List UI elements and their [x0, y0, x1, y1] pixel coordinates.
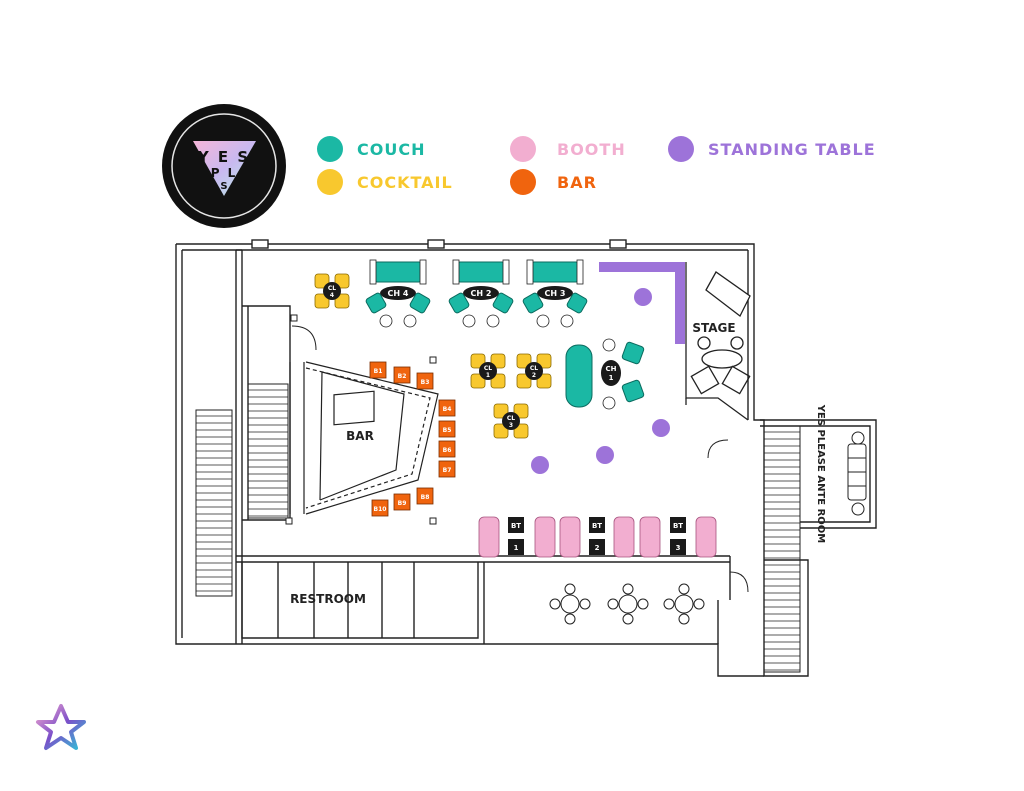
booth-label: BT [592, 522, 602, 530]
couch[interactable]: CH 3 [522, 259, 588, 328]
cocktail-label: CL [530, 365, 538, 372]
lounge-tables [549, 583, 705, 625]
bar-label: BAR [346, 429, 374, 443]
legend-label-couch: COUCH [357, 140, 425, 159]
legend-label-cocktail: COCKTAIL [357, 173, 453, 192]
restroom-label: RESTROOM [290, 592, 366, 606]
bar-structure [289, 361, 439, 515]
cocktail-label: CL [507, 415, 515, 422]
logo-text-pls: P L [211, 166, 238, 180]
booth-table[interactable]: BT 3 [670, 517, 686, 555]
legend-label-booth: BOOTH [557, 140, 626, 159]
bar-seat-label: B5 [443, 427, 452, 434]
bar-seat[interactable]: B6 [438, 440, 456, 458]
bar-seat-label: B10 [374, 506, 387, 513]
bar-seat-label: B7 [443, 467, 452, 474]
legend-dot-couch [317, 136, 343, 162]
bar-seat-label: B9 [398, 500, 407, 507]
legend-dot-bar [510, 169, 536, 195]
stage-label: STAGE [692, 321, 735, 335]
bar-seat[interactable]: B9 [393, 493, 411, 511]
logo-text-s: S [220, 181, 227, 192]
logo-text-yes: Y E S [197, 148, 250, 166]
cocktail-label: 1 [486, 372, 490, 379]
couch[interactable]: CH 2 [448, 259, 514, 328]
middle-staircase [247, 383, 289, 519]
columns [285, 314, 437, 525]
legend: COUCH COCKTAIL BOOTH BAR STANDING TABLE [317, 136, 876, 195]
bar-seat-label: B3 [421, 379, 430, 386]
bar-seat-label: B2 [398, 373, 407, 380]
standing-table [652, 419, 670, 437]
bar-seat[interactable]: B7 [438, 460, 456, 478]
bar-seat-label: B1 [374, 368, 383, 375]
yes-pls-logo: Y E S P L S [162, 104, 286, 228]
standing-table [634, 288, 652, 306]
booth-number: 3 [676, 544, 681, 552]
doors [291, 325, 749, 593]
cocktail-label: 3 [509, 422, 513, 429]
bar-seat-label: B8 [421, 494, 430, 501]
left-staircase [195, 409, 233, 597]
cocktail-label: 4 [330, 292, 334, 299]
legend-dot-booth [510, 136, 536, 162]
lounge-table [663, 583, 705, 625]
cocktail-label: CL [328, 285, 336, 292]
booth-label: BT [511, 522, 521, 530]
bar-seat[interactable]: B1 [369, 361, 387, 379]
bar-seat[interactable]: B8 [416, 487, 434, 505]
booths: BT 1 BT 2 BT 3 [478, 516, 717, 558]
booth-number: 1 [514, 544, 519, 552]
bar-seat[interactable]: B10 [371, 499, 389, 517]
bar-seat[interactable]: B5 [438, 420, 456, 438]
bar-seat[interactable]: B3 [416, 372, 434, 390]
cocktail-table[interactable]: CL2 [516, 353, 552, 389]
couch-label: CH 2 [471, 289, 492, 298]
right-staircase [763, 425, 801, 673]
booth-table[interactable]: BT 1 [508, 517, 524, 555]
bar-seat[interactable]: B4 [438, 399, 456, 417]
bar-seat-label: B6 [443, 447, 452, 454]
booth-table[interactable]: BT 2 [589, 517, 605, 555]
standing-table [596, 446, 614, 464]
bar-seat-label: B4 [443, 406, 452, 413]
ante-room-label: YES PLEASE ANTE ROOM [815, 404, 826, 543]
standing-table [531, 456, 549, 474]
stage-area [685, 262, 751, 421]
star-logo [36, 704, 86, 750]
couch-label: 1 [609, 374, 614, 382]
couch[interactable]: CH1 [565, 338, 645, 410]
couch-label: CH [606, 365, 617, 373]
cocktail-table[interactable]: CL3 [493, 403, 529, 439]
standing-tables [531, 288, 670, 474]
ante-room [847, 431, 867, 516]
legend-label-bar: BAR [557, 173, 597, 192]
booth-label: BT [673, 522, 683, 530]
legend-dot-cocktail [317, 169, 343, 195]
couch-label: CH 4 [388, 289, 409, 298]
standing-rail [599, 262, 685, 344]
couch[interactable]: CH 4 [365, 259, 431, 328]
booth-number: 2 [595, 544, 600, 552]
lounge-table [607, 583, 649, 625]
cocktail-label: 2 [532, 372, 536, 379]
lounge-table [549, 583, 591, 625]
cocktail-table[interactable]: CL4 [314, 273, 350, 309]
cocktail-label: CL [484, 365, 492, 372]
cocktail-table[interactable]: CL1 [470, 353, 506, 389]
legend-dot-standing [668, 136, 694, 162]
couch-label: CH 3 [545, 289, 566, 298]
bar-seat[interactable]: B2 [393, 366, 411, 384]
stair-steps [196, 389, 800, 671]
legend-label-standing: STANDING TABLE [708, 140, 876, 159]
